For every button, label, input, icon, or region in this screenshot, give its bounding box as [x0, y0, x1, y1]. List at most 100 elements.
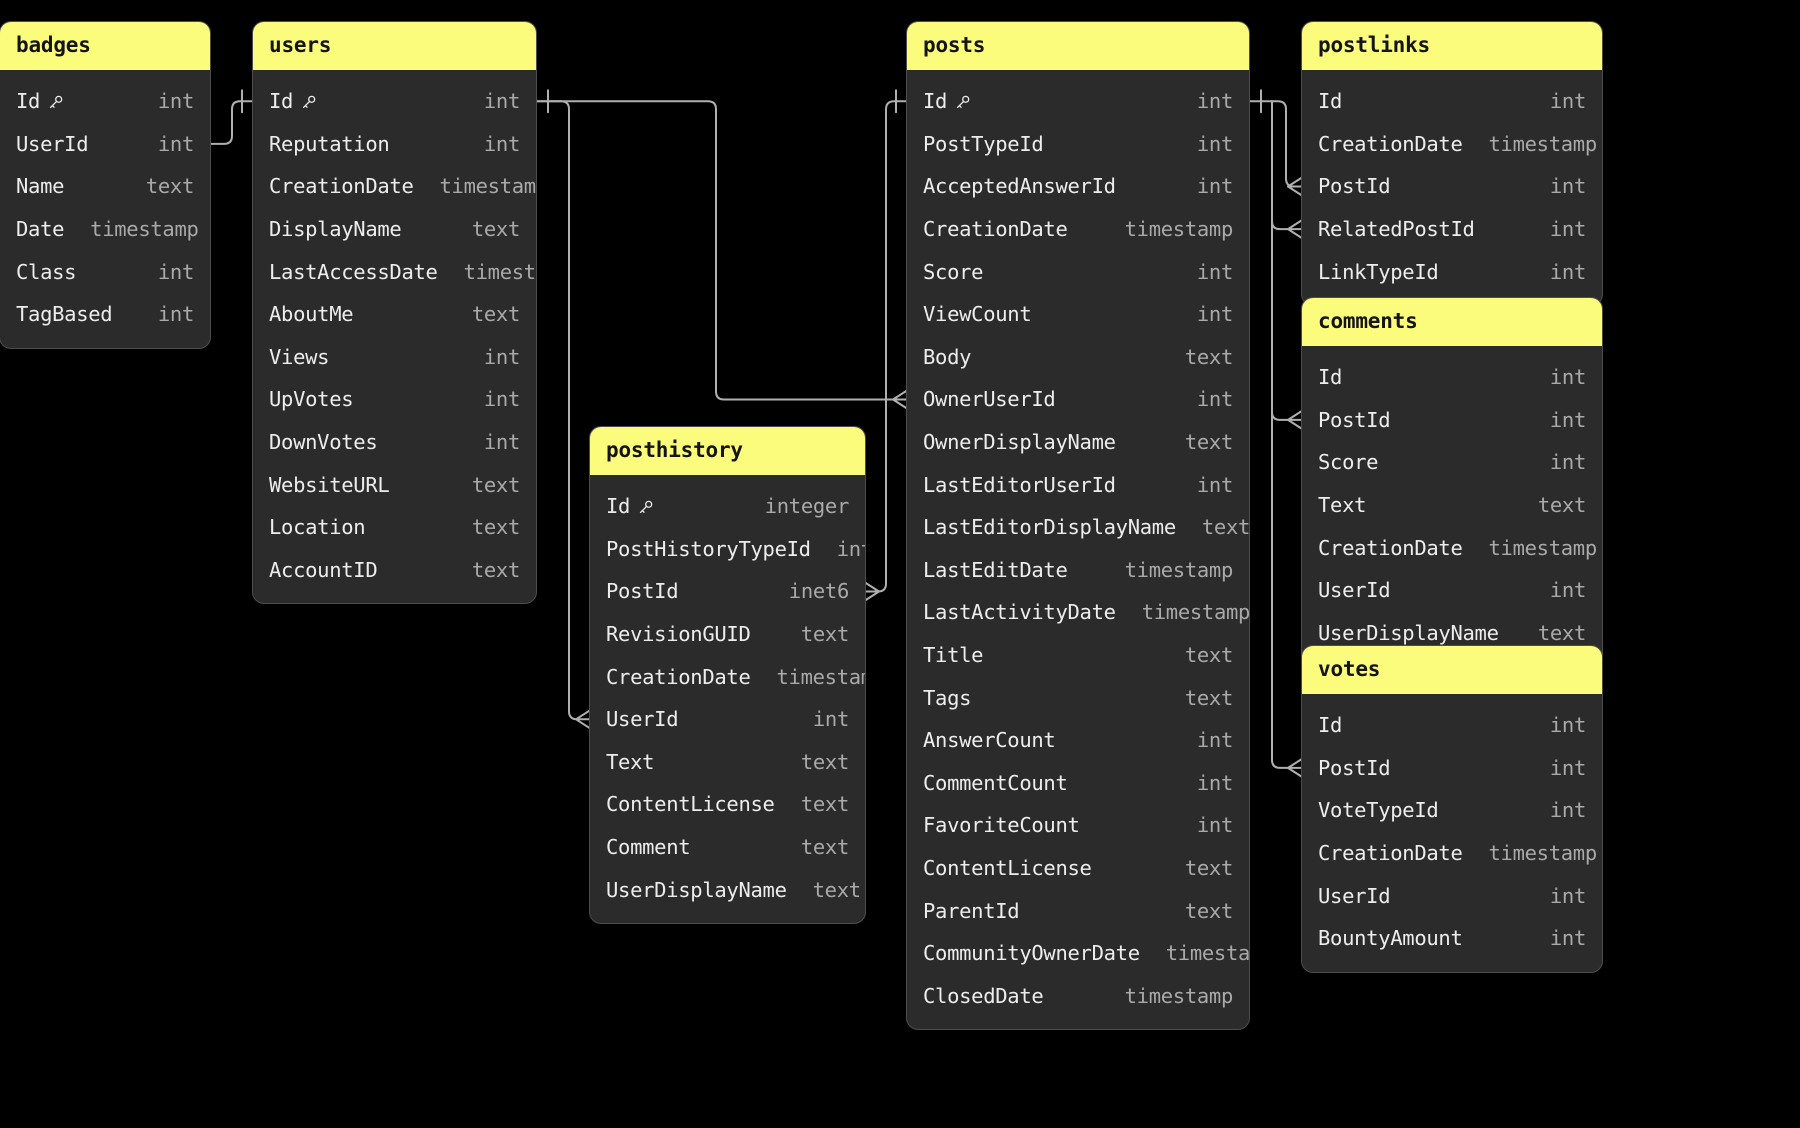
field-name-label: Id: [923, 89, 948, 114]
table-title-comments[interactable]: comments: [1302, 298, 1602, 346]
connector-posts-users: [535, 100, 894, 401]
field-name: Title: [923, 643, 984, 667]
table-title-badges[interactable]: badges: [0, 22, 210, 70]
field-type-label: int: [1549, 883, 1586, 908]
field-name-label: CreationDate: [1318, 841, 1463, 866]
field-row[interactable]: PostHistoryTypeIdint: [590, 528, 865, 571]
field-row[interactable]: Title text: [907, 634, 1249, 677]
field-type-label: int: [1196, 813, 1233, 838]
table-title-postlinks[interactable]: postlinks: [1302, 22, 1602, 70]
field-row[interactable]: CommunityOwnerDatetimestamp: [907, 932, 1249, 975]
field-row[interactable]: ContentLicense text: [590, 783, 865, 826]
field-type-label: timestamp: [439, 174, 536, 199]
table-card-posthistory[interactable]: posthistoryIdintegerPostHistoryTypeIdint…: [590, 427, 865, 923]
table-title-posts[interactable]: posts: [907, 22, 1249, 70]
field-name-label: Id: [1318, 89, 1343, 114]
table-title-posthistory[interactable]: posthistory: [590, 427, 865, 475]
field-name-label: ContentLicense: [606, 792, 775, 817]
field-name: RelatedPostId: [1318, 217, 1475, 241]
field-type-label: text: [1184, 643, 1233, 668]
table-title-users[interactable]: users: [253, 22, 536, 70]
field-name: UserDisplayName: [606, 878, 787, 902]
field-name: CreationDate: [1318, 841, 1463, 865]
field-type-label: int: [483, 344, 520, 369]
field-type-label: text: [800, 792, 849, 817]
table-title-votes[interactable]: votes: [1302, 646, 1602, 694]
cardinality-many-postlinks-postid: [1287, 176, 1303, 197]
field-type-label: text: [1184, 685, 1233, 710]
field-row[interactable]: LastAccessDatetimestamp: [253, 250, 536, 293]
